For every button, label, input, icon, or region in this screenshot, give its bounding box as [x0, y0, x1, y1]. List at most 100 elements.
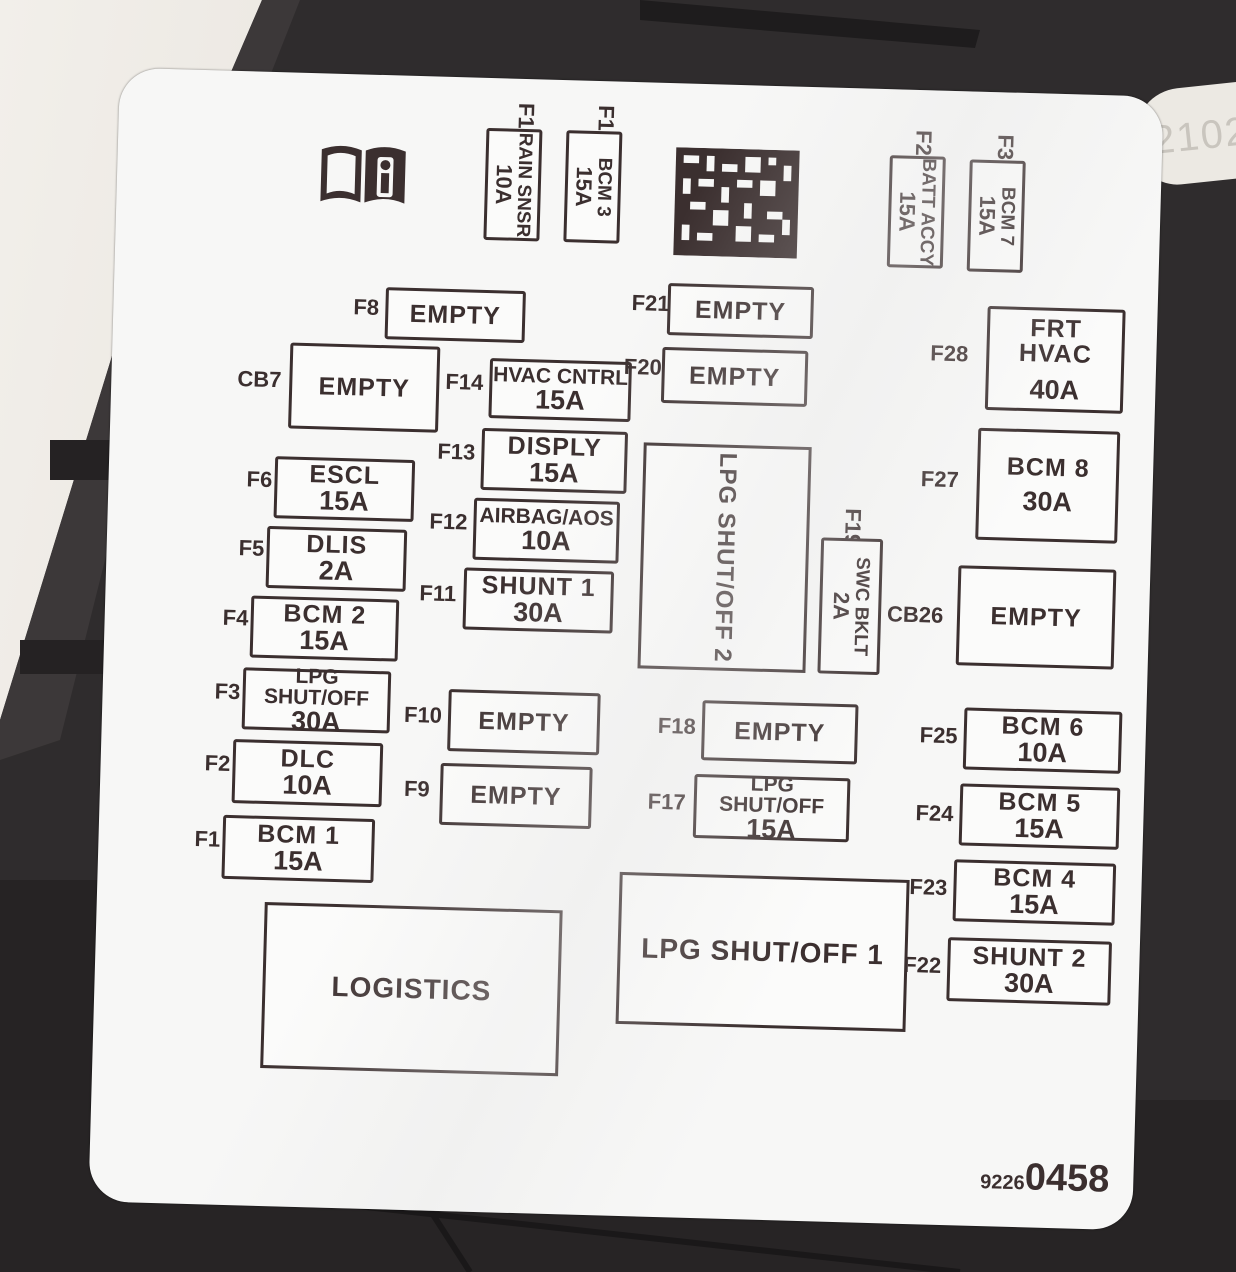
- fuse-f10: EMPTY: [447, 689, 601, 756]
- fuse-f28: FRT HVAC 40A: [984, 305, 1126, 414]
- fuse-f11-amp: 30A: [512, 596, 564, 629]
- fuse-f30-amp: 15A: [974, 195, 1001, 237]
- fuse-f6-amp: 15A: [318, 485, 370, 517]
- owner-manual-info-icon: [320, 145, 406, 204]
- fuse-f18-name: EMPTY: [733, 716, 826, 748]
- fuse-f24: BCM 5 15A: [958, 783, 1121, 850]
- fuse-f6-id: F6: [246, 466, 273, 493]
- fuse-f25-amp: 10A: [1017, 736, 1068, 769]
- fuse-f27-id: F27: [920, 466, 960, 493]
- fuse-f6: ESCL 15A: [273, 456, 416, 523]
- logistics-label: LOGISTICS: [331, 970, 492, 1007]
- fuse-f2-id: F2: [204, 750, 231, 776]
- fuse-f27-amp: 30A: [1022, 486, 1073, 518]
- fuse-f10-id: F10: [403, 701, 443, 728]
- fuse-f20: EMPTY: [660, 346, 809, 407]
- relay-lpg-shutoff-1: LPG SHUT/OFF 1: [615, 871, 910, 1032]
- fuse-f22-amp: 30A: [1003, 967, 1054, 1000]
- fuse-f18-id: F18: [657, 712, 697, 739]
- fuse-f10-name: EMPTY: [477, 706, 570, 737]
- fuse-f21-name: EMPTY: [694, 295, 787, 326]
- fuse-f4-amp: 15A: [298, 624, 350, 657]
- fuse-f28-amp: 40A: [1029, 373, 1080, 406]
- fuse-f8-id: F8: [353, 294, 380, 320]
- fuse-f25: BCM 6 10A: [962, 707, 1123, 774]
- fuse-f12-id: F12: [429, 508, 468, 535]
- fuse-f17: LPG SHUT/OFF 15A: [692, 772, 851, 845]
- relay-lpg-shutoff-2: LPG SHUT/OFF 2: [637, 442, 812, 674]
- fuse-f28-id: F28: [930, 340, 969, 367]
- fuse-f1-amp: 15A: [272, 845, 324, 877]
- fuse-f9-name: EMPTY: [469, 780, 562, 811]
- fuse-f11-id: F11: [419, 580, 457, 607]
- fuse-f14-id: F14: [445, 368, 484, 395]
- fuse-f5: DLIS 2A: [265, 525, 408, 592]
- fuse-f4: BCM 2 15A: [249, 595, 400, 662]
- part-number: 92260458: [980, 1155, 1110, 1202]
- data-matrix-code: [673, 147, 800, 259]
- fuse-f13-amp: 15A: [528, 457, 580, 489]
- fuse-f3: LPG SHUT/OFF 30A: [241, 664, 392, 737]
- fuse-f4-id: F4: [222, 604, 249, 631]
- fuse-f1-id: F1: [194, 826, 221, 852]
- fuse-f1: BCM 1 15A: [221, 814, 376, 884]
- fuse-f11: SHUNT 1 30A: [462, 567, 615, 634]
- fuse-f23: BCM 4 15A: [952, 859, 1117, 926]
- fuse-f24-amp: 15A: [1013, 812, 1065, 845]
- fuse-cb26: EMPTY: [955, 565, 1117, 670]
- fuse-cb26-id: CB26: [886, 601, 944, 628]
- fuse-f25-id: F25: [919, 722, 958, 749]
- fuse-f21-id: F21: [631, 290, 670, 317]
- fuse-f3-name: LPG SHUT/OFF: [263, 664, 370, 711]
- fuse-cb26-name: EMPTY: [990, 601, 1082, 633]
- fuse-f2-amp: 10A: [281, 769, 333, 801]
- relay-lpg-shutoff-2-label: LPG SHUT/OFF 2: [708, 452, 742, 664]
- logistics-box: LOGISTICS: [260, 902, 563, 1077]
- fuse-f14-amp: 15A: [534, 384, 586, 416]
- fuse-f27: BCM 8 30A: [975, 427, 1121, 544]
- fuse-f18: EMPTY: [700, 700, 859, 765]
- fuse-f21: EMPTY: [666, 283, 815, 340]
- fuse-f2: DLC 10A: [231, 739, 384, 808]
- fuse-f27-name: BCM 8: [1006, 452, 1090, 483]
- fuse-f9: EMPTY: [439, 762, 593, 830]
- fuse-f16-amp: 15A: [570, 166, 597, 208]
- fuse-cb7: EMPTY: [288, 342, 441, 433]
- fuse-f22: SHUNT 2 30A: [946, 937, 1113, 1006]
- fuse-f13-id: F13: [437, 438, 476, 465]
- fuse-f3-amp: 30A: [290, 705, 342, 737]
- fuse-f17-amp: 15A: [745, 812, 797, 845]
- fuse-f9-id: F9: [403, 775, 431, 802]
- fuse-f20-name: EMPTY: [688, 361, 781, 392]
- fuse-f24-id: F24: [915, 800, 954, 827]
- fuse-f22-id: F22: [902, 951, 942, 978]
- fuse-f8-name: EMPTY: [409, 299, 502, 330]
- fuse-f28-name: FRT HVAC: [1018, 313, 1093, 369]
- part-number-prefix: 9226: [979, 1171, 1025, 1195]
- relay-lpg-shutoff-1-label: LPG SHUT/OFF 1: [640, 932, 885, 971]
- fuse-f17-name: LPG SHUT/OFF: [718, 772, 825, 819]
- background-sticker-text: 2102: [1150, 109, 1236, 163]
- fuse-f5-amp: 2A: [318, 555, 354, 587]
- fuse-f23-id: F23: [909, 874, 948, 901]
- fuse-f5-name: DLIS: [305, 530, 368, 560]
- fuse-f12: AIRBAG/AOS 10A: [472, 497, 621, 564]
- fuse-f20-id: F20: [623, 353, 663, 380]
- fuse-f23-amp: 15A: [1008, 888, 1060, 921]
- fuse-f14: HVAC CNTRL 15A: [488, 358, 633, 423]
- fuse-f5-id: F5: [238, 535, 265, 561]
- fuse-f17-id: F17: [647, 788, 687, 815]
- fuse-f12-amp: 10A: [520, 525, 572, 557]
- fuse-f3-id: F3: [214, 678, 241, 705]
- fuse-f13: DISPLY 15A: [480, 427, 629, 494]
- part-number-main: 0458: [1024, 1156, 1110, 1201]
- fuse-cb7-name: EMPTY: [318, 371, 411, 403]
- fuse-cb7-id: CB7: [237, 366, 282, 393]
